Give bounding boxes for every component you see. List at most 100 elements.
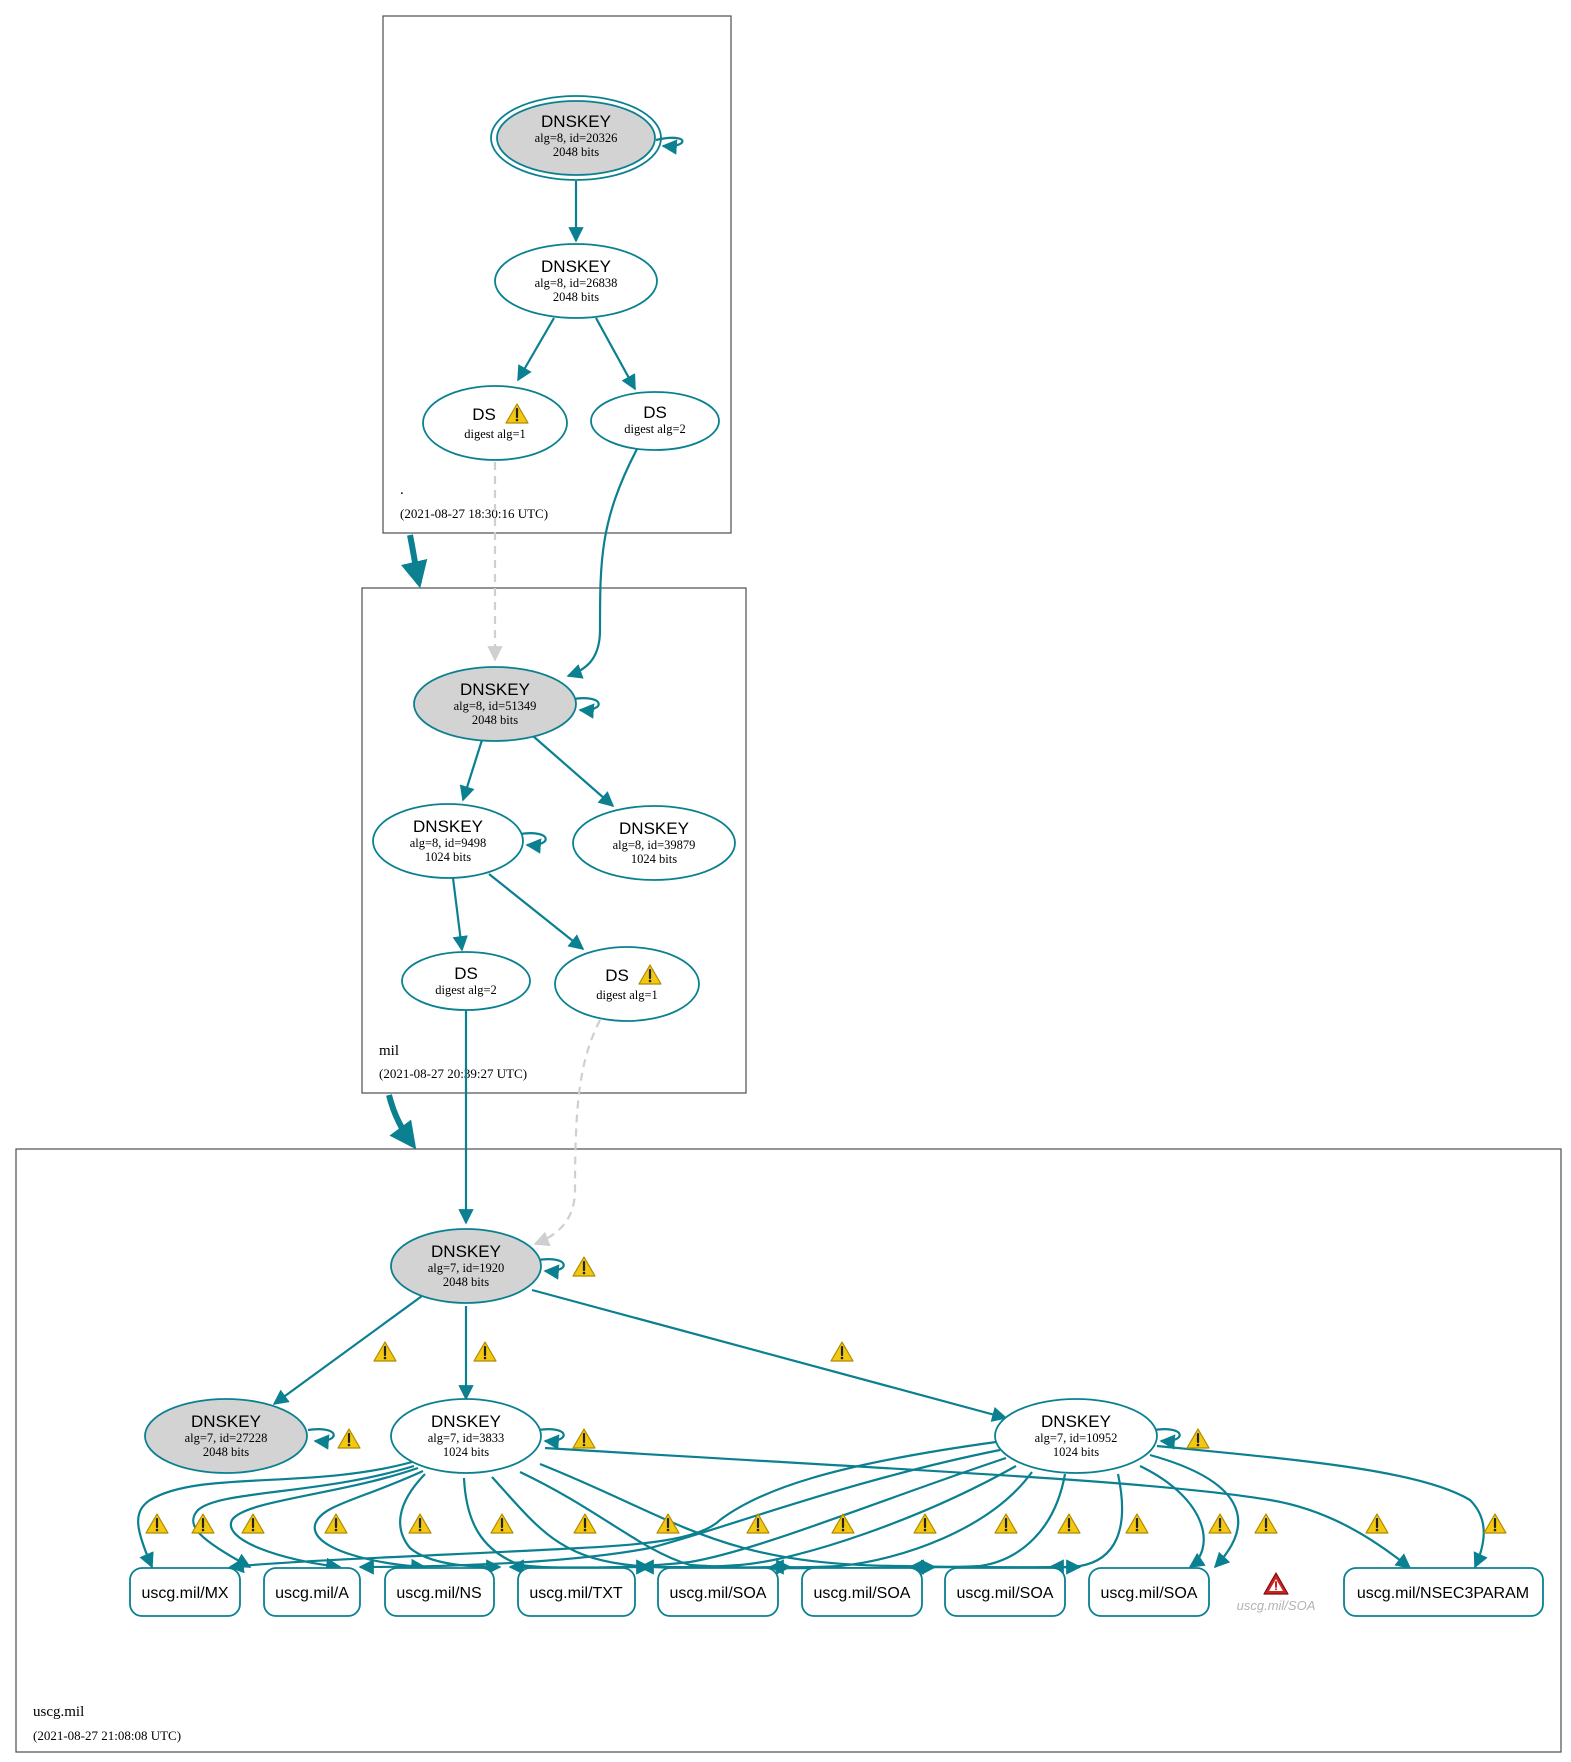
warning-icon[interactable]: [372, 1340, 398, 1363]
zone-mil: mil (2021-08-27 20:39:27 UTC): [361, 587, 747, 1094]
node-mil-ksk-line2: 2048 bits: [472, 713, 518, 727]
rrset-mx[interactable]: uscg.mil/MX: [129, 1567, 241, 1617]
node-mil-ds1[interactable]: DS digest alg=1: [554, 946, 700, 1022]
warning-icon[interactable]: [1364, 1512, 1390, 1535]
rrset-a-label: uscg.mil/A: [275, 1585, 349, 1602]
edge-mil-zsk1-to-ds2: [451, 877, 468, 952]
node-root-zsk-line1: alg=8, id=26838: [535, 276, 618, 290]
edge-root-zsk-to-ds1: [517, 317, 555, 382]
warning-icon[interactable]: [571, 1255, 597, 1278]
node-mil-zsk1-title: DNSKEY: [413, 817, 483, 836]
node-mil-zsk1-line1: alg=8, id=9498: [410, 836, 487, 850]
node-uscg-ksk-line2: 2048 bits: [443, 1275, 489, 1289]
rrset-soa-1[interactable]: uscg.mil/SOA: [657, 1567, 779, 1617]
edge-mil-ksk-to-zsk1: [459, 739, 484, 802]
node-mil-zsk2-line2: 1024 bits: [631, 852, 677, 866]
zone-root: . (2021-08-27 18:30:16 UTC): [382, 15, 732, 534]
node-uscg-dnskey-3833[interactable]: DNSKEY alg=7, id=3833 1024 bits: [390, 1398, 542, 1474]
node-uscg-27228-title: DNSKEY: [191, 1412, 261, 1431]
edge-root-zsk-to-ds2: [595, 317, 636, 391]
node-uscg-dnskey-27228[interactable]: DNSKEY alg=7, id=27228 2048 bits: [144, 1398, 308, 1474]
node-mil-ksk[interactable]: DNSKEY alg=8, id=51349 2048 bits: [413, 666, 577, 742]
edge-mil-ksk-self: [572, 697, 600, 719]
warning-icon[interactable]: [572, 1512, 598, 1535]
rrset-nsec3param-label: uscg.mil/NSEC3PARAM: [1357, 1585, 1529, 1602]
node-uscg-10952-line2: 1024 bits: [1053, 1445, 1099, 1459]
rrset-soa-3[interactable]: uscg.mil/SOA: [944, 1567, 1066, 1617]
rrset-soa-4-label: uscg.mil/SOA: [1101, 1585, 1198, 1602]
node-root-ds2[interactable]: DS digest alg=2: [590, 391, 720, 451]
rrset-soa-3-label: uscg.mil/SOA: [957, 1585, 1054, 1602]
edge-27228-self: [307, 1428, 335, 1450]
node-root-ksk-title: DNSKEY: [541, 112, 611, 131]
node-mil-ds2[interactable]: DS digest alg=2: [401, 951, 531, 1011]
zone-mil-name: mil: [379, 1043, 399, 1059]
node-uscg-ksk[interactable]: DNSKEY alg=7, id=1920 2048 bits: [390, 1228, 542, 1304]
warning-icon[interactable]: [1124, 1512, 1150, 1535]
warning-icon[interactable]: [993, 1512, 1019, 1535]
node-mil-zsk2-line1: alg=8, id=39879: [613, 838, 696, 852]
zone-uscg-timestamp: (2021-08-27 21:08:08 UTC): [33, 1728, 181, 1743]
rrset-soa-2[interactable]: uscg.mil/SOA: [801, 1567, 923, 1617]
warning-icon[interactable]: [1253, 1512, 1279, 1535]
node-root-ds1-title: DS: [472, 405, 496, 424]
edge-root-ksk-self: [655, 136, 684, 155]
node-mil-ksk-line1: alg=8, id=51349: [454, 699, 537, 713]
node-root-ds1[interactable]: DS digest alg=1: [422, 385, 568, 461]
edge-root-ds2-to-mil-ksk: [566, 448, 638, 679]
edge-mil-ds1-to-uscg-ksk: [533, 1019, 601, 1247]
error-icon[interactable]: [1263, 1572, 1289, 1595]
warning-icon[interactable]: [571, 1427, 597, 1450]
zone-uscg: uscg.mil (2021-08-27 21:08:08 UTC): [15, 1148, 1562, 1753]
warning-icon[interactable]: [190, 1512, 216, 1535]
zone-root-name: .: [400, 482, 404, 498]
rrset-nsec3param[interactable]: uscg.mil/NSEC3PARAM: [1343, 1567, 1544, 1617]
edge-uscg-ksk-self: [537, 1258, 565, 1280]
node-mil-ds2-title: DS: [454, 964, 478, 983]
edge-mil-ksk-to-zsk2: [532, 735, 615, 808]
warning-icon[interactable]: [489, 1512, 515, 1535]
node-mil-zsk-39879[interactable]: DNSKEY alg=8, id=39879 1024 bits: [572, 805, 736, 881]
warning-icon[interactable]: [829, 1340, 855, 1363]
rrset-txt[interactable]: uscg.mil/TXT: [517, 1567, 636, 1617]
warning-icon[interactable]: [240, 1512, 266, 1535]
node-uscg-10952-title: DNSKEY: [1041, 1412, 1111, 1431]
node-uscg-27228-line2: 2048 bits: [203, 1445, 249, 1459]
rrset-ns[interactable]: uscg.mil/NS: [384, 1567, 495, 1617]
edge-uscg-ksk-to-27228: [272, 1295, 423, 1405]
node-root-ksk-line2: 2048 bits: [553, 145, 599, 159]
node-root-ksk[interactable]: DNSKEY alg=8, id=20326 2048 bits: [490, 95, 662, 181]
node-mil-zsk2-title: DNSKEY: [619, 819, 689, 838]
edge-uscg-ksk-to-10952: [531, 1288, 1008, 1422]
node-root-ksk-line1: alg=8, id=20326: [535, 131, 618, 145]
node-root-ds2-line1: digest alg=2: [624, 422, 686, 436]
node-mil-zsk-9498[interactable]: DNSKEY alg=8, id=9498 1024 bits: [372, 803, 524, 879]
rrset-a[interactable]: uscg.mil/A: [263, 1567, 361, 1617]
warning-icon[interactable]: [1207, 1512, 1233, 1535]
node-mil-ds1-title: DS: [605, 966, 629, 985]
delegation-root-to-mil: [400, 534, 428, 589]
warning-icon[interactable]: [912, 1512, 938, 1535]
edges-10952-to-rrsets: [228, 1440, 1488, 1575]
node-uscg-dnskey-10952[interactable]: DNSKEY alg=7, id=10952 1024 bits: [994, 1398, 1158, 1474]
warning-icon[interactable]: [1482, 1512, 1508, 1535]
node-mil-ds1-line1: digest alg=1: [596, 988, 658, 1002]
node-root-zsk[interactable]: DNSKEY alg=8, id=26838 2048 bits: [494, 243, 658, 319]
warning-icon[interactable]: [1185, 1427, 1211, 1450]
warning-icon[interactable]: [336, 1427, 362, 1450]
node-mil-zsk1-line2: 1024 bits: [425, 850, 471, 864]
zone-mil-timestamp: (2021-08-27 20:39:27 UTC): [379, 1066, 527, 1081]
warning-icon[interactable]: [472, 1340, 498, 1363]
warning-icon[interactable]: [1056, 1512, 1082, 1535]
warning-icon[interactable]: [407, 1512, 433, 1535]
rrset-soa-2-label: uscg.mil/SOA: [814, 1585, 911, 1602]
node-uscg-3833-line2: 1024 bits: [443, 1445, 489, 1459]
rrset-txt-label: uscg.mil/TXT: [529, 1585, 623, 1602]
warning-icon[interactable]: [830, 1512, 856, 1535]
warning-icon[interactable]: [144, 1512, 170, 1535]
rrset-soa-missing[interactable]: uscg.mil/SOA: [1237, 1572, 1316, 1613]
warning-icon[interactable]: [323, 1512, 349, 1535]
rrset-soa-4[interactable]: uscg.mil/SOA: [1088, 1567, 1210, 1617]
node-uscg-3833-title: DNSKEY: [431, 1412, 501, 1431]
rrset-mx-label: uscg.mil/MX: [141, 1585, 228, 1602]
